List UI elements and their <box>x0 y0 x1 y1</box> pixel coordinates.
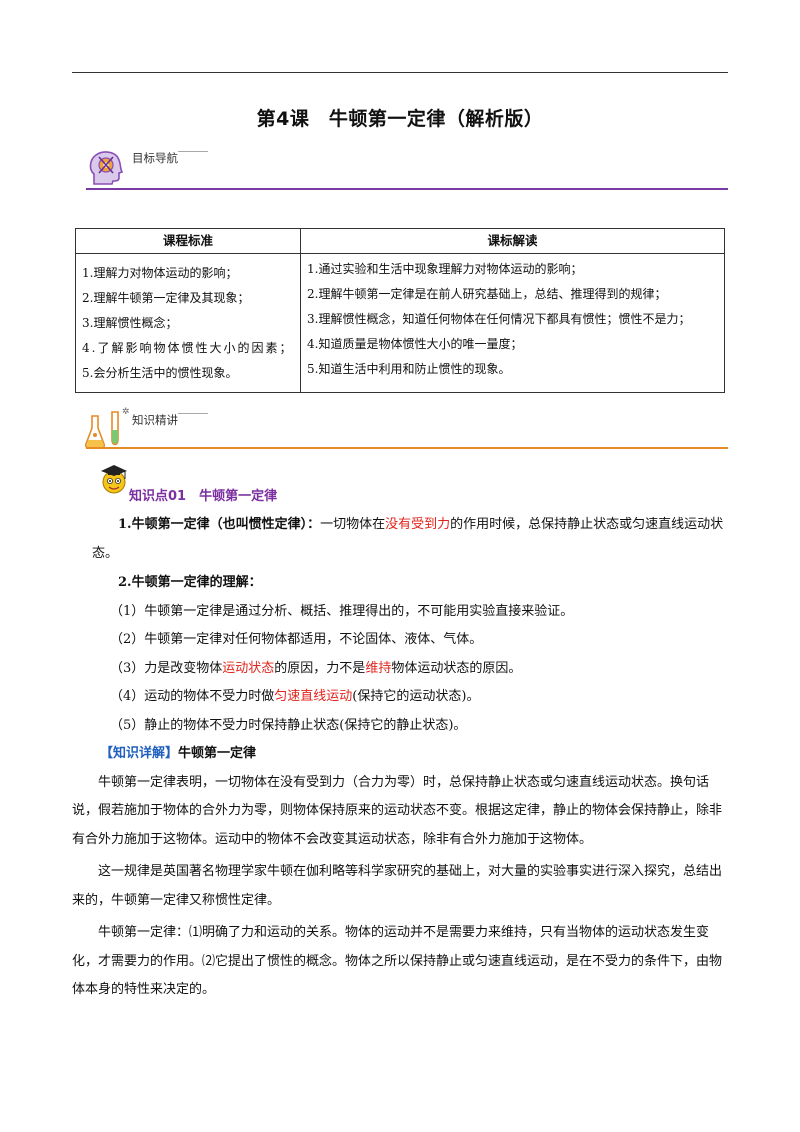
brain-gear-icon <box>86 148 126 188</box>
orange-divider <box>86 447 728 449</box>
list-item: （1）牛顿第一定律是通过分析、概括、推理得出的，不可能用实验直接来验证。 <box>110 603 574 619</box>
table-cell-standards: 1.理解力对物体运动的影响； 2.理解牛顿第一定律及其现象； 3.理解惯性概念；… <box>75 253 301 393</box>
knowledge-point-title: 知识点01 牛顿第一定律 <box>129 489 278 504</box>
understanding-head: 2.牛顿第一定律的理解： <box>118 575 262 590</box>
list-item: 2.理解牛顿第一定律及其现象； <box>82 291 250 305</box>
list-item: （5）静止的物体不受力时保持静止状态(保持它的静止状态)。 <box>110 717 467 733</box>
section-label-goals: 目标导航 <box>132 151 178 165</box>
list-item: 2.理解牛顿第一定律是在前人研究基础上，总结、推理得到的规律； <box>307 287 667 301</box>
definition-paragraph: 1.牛顿第一定律（也叫惯性定律）：一切物体在没有受到力的作用时候，总保持静止状态… <box>92 511 732 568</box>
detail-heading: 【知识详解】牛顿第一定律 <box>92 740 732 769</box>
detail-paragraph: 这一规律是英国著名物理学家牛顿在伽利略等科学家研究的基础上，对大量的实验事实进行… <box>72 864 723 908</box>
purple-divider <box>86 188 728 190</box>
detail-paragraph: 牛顿第一定律：⑴明确了力和运动的关系。物体的运动并不是需要力来维持，只有当物体的… <box>72 925 723 997</box>
curriculum-table: 课程标准 课标解读 1.理解力对物体运动的影响； 2.理解牛顿第一定律及其现象；… <box>75 228 725 393</box>
definition-text: 的作用时候，总保持静止状态或匀速直线运动状态。 <box>92 517 724 561</box>
list-item: 4.了解影响物体惯性大小的因素； <box>82 341 294 355</box>
graduate-mascot-icon <box>99 462 129 496</box>
table-header-interpretation: 课标解读 <box>300 228 725 254</box>
list-item: 5.知道生活中利用和防止惯性的现象。 <box>307 362 511 376</box>
section-label-overline <box>178 151 208 152</box>
header-rule <box>72 72 728 73</box>
section-label-overline <box>178 413 208 414</box>
section-label-knowledge: 知识精讲 <box>132 413 178 427</box>
list-item: （4）运动的物体不受力时做匀速直线运动(保持它的运动状态)。 <box>110 689 480 704</box>
definition-head: 1.牛顿第一定律（也叫惯性定律）： <box>118 517 321 532</box>
page-title: 第4课 牛顿第一定律（解析版） <box>256 108 544 130</box>
detail-title: 牛顿第一定律 <box>178 746 257 761</box>
list-item: 1.通过实验和生活中现象理解力对物体运动的影响； <box>307 262 583 276</box>
list-item: 5.会分析生活中的惯性现象。 <box>82 366 238 380</box>
list-item: （3）力是改变物体运动状态的原因，力不是维持物体运动状态的原因。 <box>110 660 522 676</box>
definition-highlight: 没有受到力 <box>385 517 451 532</box>
lab-flask-icon <box>84 410 128 450</box>
detail-paragraph: 牛顿第一定律表明，一切物体在没有受到力（合力为零）时，总保持静止状态或匀速直线运… <box>72 774 723 847</box>
definition-text: 一切物体在 <box>320 517 386 532</box>
sparkle-icon: ✲ <box>122 407 130 417</box>
list-item: 1.理解力对物体运动的影响； <box>82 266 238 280</box>
list-item: （2）牛顿第一定律对任何物体都适用，不论固体、液体、气体。 <box>110 632 483 647</box>
list-item: 3.理解惯性概念； <box>82 316 178 330</box>
list-item: 3.理解惯性概念，知道任何物体在任何情况下都具有惯性；惯性不是力； <box>307 312 691 326</box>
table-cell-interpretation: 1.通过实验和生活中现象理解力对物体运动的影响； 2.理解牛顿第一定律是在前人研… <box>300 253 725 393</box>
detail-tag: 【知识详解】 <box>100 746 179 761</box>
list-item: 4.知道质量是物体惯性大小的唯一量度； <box>307 337 523 351</box>
content-body: 1.牛顿第一定律（也叫惯性定律）：一切物体在没有受到力的作用时候，总保持静止状态… <box>72 511 732 1005</box>
table-header-standards: 课程标准 <box>75 228 301 254</box>
